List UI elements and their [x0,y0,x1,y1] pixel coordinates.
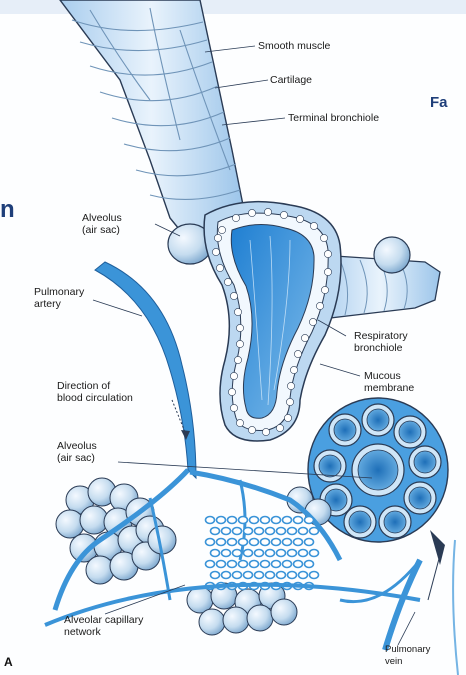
cut-off-text-left: n [0,196,15,224]
label-respiratory-bronchiole: Respiratory bronchiole [354,330,408,354]
label-alveolar-capillary: Alveolar capillary network [64,614,143,638]
label-pulmonary-vein: Pulmonary vein [385,644,430,668]
capillary-network [206,517,319,590]
label-cartilage: Cartilage [270,74,312,86]
label-alveolus-bottom: Alveolus (air sac) [57,440,97,464]
cut-off-text-right: Fa [430,94,448,111]
panel-letter: A [4,655,13,669]
label-pulmonary-artery: Pulmonary artery [34,286,84,310]
label-smooth-muscle: Smooth muscle [258,40,330,52]
label-mucous-membrane: Mucous membrane [364,370,414,394]
label-direction-blood: Direction of blood circulation [57,380,133,404]
label-alveolus-top: Alveolus (air sac) [82,212,122,236]
label-terminal-bronchiole: Terminal bronchiole [288,112,379,124]
bronchial-tube [60,0,243,240]
alveolar-sac-cluster [308,398,448,542]
edge-vessel [453,540,458,675]
